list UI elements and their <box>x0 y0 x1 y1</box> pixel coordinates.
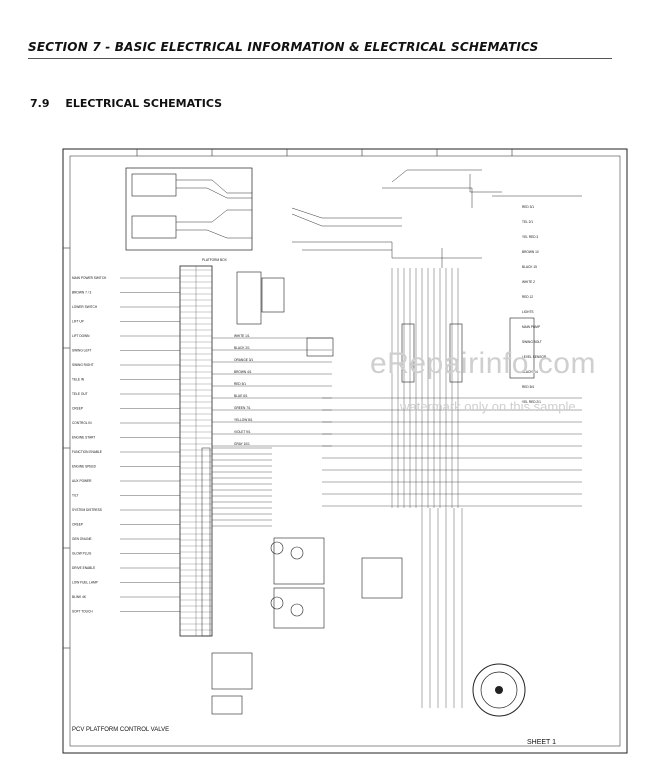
left-label: SWING LEFT <box>72 349 92 353</box>
section-header: SECTION 7 - BASIC ELECTRICAL INFORMATION… <box>28 40 612 59</box>
left-label: MAIN POWER SWITCH <box>72 276 107 280</box>
mid-label: RED 5/1 <box>234 382 246 386</box>
left-label: GLOW PLUG <box>72 552 92 556</box>
left-label: BROWN 7 / 3 <box>72 291 92 295</box>
mid-label: BLACK 2/1 <box>234 346 250 350</box>
right-label: LIGHTS <box>522 310 534 314</box>
left-label: LIFT DOWN <box>72 334 90 338</box>
left-label: DRIVE ENABLE <box>72 566 95 570</box>
left-label: BLINK 4K <box>72 595 87 599</box>
right-label: SWING BOLT <box>522 340 542 344</box>
left-label: GEN ONLINE <box>72 537 92 541</box>
mid-label: ORANGE 3/1 <box>234 358 253 362</box>
left-label: LIFT UP <box>72 320 84 324</box>
subsection-title: 7.9 ELECTRICAL SCHEMATICS <box>30 97 222 110</box>
subsection-number: 7.9 <box>30 97 50 110</box>
left-label: SWING RIGHT <box>72 363 94 367</box>
electrical-schematic-diagram: MAIN POWER SWITCH BROWN 7 / 3 LOWER SWITCH… <box>62 148 628 754</box>
mid-label: VIOLET 9/1 <box>234 430 251 434</box>
left-label: CREEP <box>72 523 83 527</box>
watermark-text: eRepairinfo.com <box>370 347 596 380</box>
left-label: TELE IN <box>72 378 85 382</box>
schematic-footer-label: PCV PLATFORM CONTROL VALVE <box>72 727 170 733</box>
left-label: ENGINE SPEED <box>72 465 97 469</box>
right-label: BROWN 10 <box>522 250 539 254</box>
left-label: CREEP <box>72 407 83 411</box>
left-label: ENGINE START <box>72 436 95 440</box>
left-label: SYSTEM DISTRESS <box>72 508 102 512</box>
mid-label: BLUE 6/1 <box>234 394 248 398</box>
right-label: BLACK 7/4 <box>522 370 538 374</box>
left-label: CONTROL IN <box>72 421 92 425</box>
platform-box-label: PLATFORM BOX <box>202 258 228 262</box>
left-label: AUX POWER <box>72 479 92 483</box>
left-label: LOWER SWITCH <box>72 305 98 309</box>
right-label: LEVEL SENSOR <box>522 355 547 359</box>
sheet-label: SHEET 1 <box>527 739 557 746</box>
mid-label: YELLOW 8/1 <box>234 418 253 422</box>
right-label: BLACK 15 <box>522 265 537 269</box>
right-label: WHITE 2 <box>522 280 535 284</box>
subsection-label: ELECTRICAL SCHEMATICS <box>65 97 223 110</box>
mid-label: BROWN 4/1 <box>234 370 252 374</box>
right-label: YEL RED 2/1 <box>522 400 541 404</box>
mid-label: GREEN 7/1 <box>234 406 251 410</box>
right-label: TEL 2/1 <box>522 220 533 224</box>
right-label: RED 3/1 <box>522 205 534 209</box>
mid-label: WHITE 1/1 <box>234 334 250 338</box>
right-label: RED 5/4 <box>522 385 534 389</box>
left-label: TELE OUT <box>72 392 88 396</box>
left-label: FUNCTION ENABLE <box>72 450 102 454</box>
mid-label: GRAY 10/1 <box>234 442 250 446</box>
left-label: SOFT TOUCH <box>72 610 93 614</box>
left-label: TILT <box>72 494 78 498</box>
left-label: LOW FUEL LAMP <box>72 581 98 585</box>
right-label: MAIN PUMP <box>522 325 540 329</box>
right-label: RED 12 <box>522 295 533 299</box>
right-label: YEL RED 3 <box>522 235 538 239</box>
watermark-subtext: watermark only on this sample <box>400 399 576 414</box>
